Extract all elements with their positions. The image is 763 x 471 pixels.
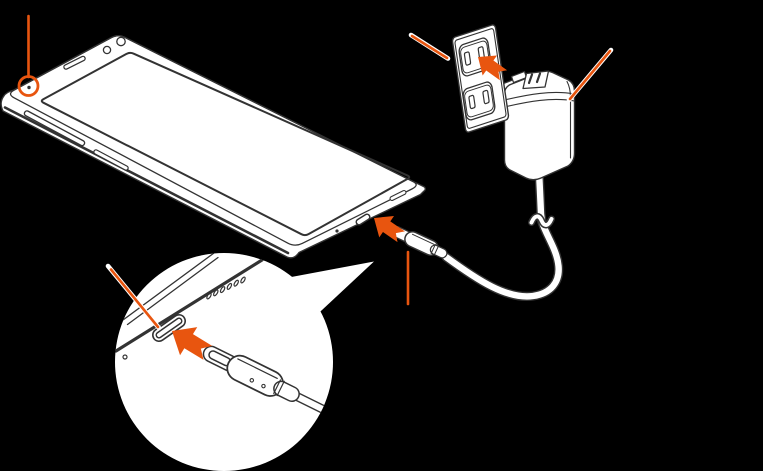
magnified-usb-port-view xyxy=(115,253,333,418)
phone-side-seam xyxy=(3,106,290,255)
cable-tie xyxy=(528,212,555,229)
callout-line-usb-port xyxy=(105,263,162,331)
side-key-slots xyxy=(23,110,129,171)
top-edge-features xyxy=(27,36,126,90)
screw-hole xyxy=(122,354,128,360)
usb-cable xyxy=(441,167,564,302)
callout-line-adapter xyxy=(566,47,614,103)
phone-edge-line xyxy=(115,258,264,353)
front-camera-icon xyxy=(102,45,112,55)
usb-connector-magnified xyxy=(202,345,333,418)
speaker-holes xyxy=(206,276,246,300)
usb-connector xyxy=(391,226,448,259)
ac-adapter xyxy=(500,70,576,181)
outlet-socket-bottom xyxy=(462,81,495,122)
wall-outlet xyxy=(452,24,509,133)
microphone-hole xyxy=(335,229,339,233)
prong-plate xyxy=(522,70,550,90)
plug-direction-arrow-phone xyxy=(374,216,405,243)
callout-line-outlet xyxy=(408,32,451,61)
front-camera-icon xyxy=(116,36,126,47)
usb-port-magnified xyxy=(152,314,186,342)
bottom-edge-features xyxy=(335,190,407,233)
notification-light-highlight-ring xyxy=(17,75,40,97)
phone xyxy=(0,35,426,259)
phone-front-face xyxy=(9,35,417,246)
plug-direction-arrow-outlet xyxy=(478,55,508,81)
callout-line-notification-light xyxy=(17,14,40,97)
phone-screen xyxy=(40,51,411,237)
plug-direction-arrow-magnified xyxy=(172,327,213,360)
notification-light xyxy=(27,85,31,90)
